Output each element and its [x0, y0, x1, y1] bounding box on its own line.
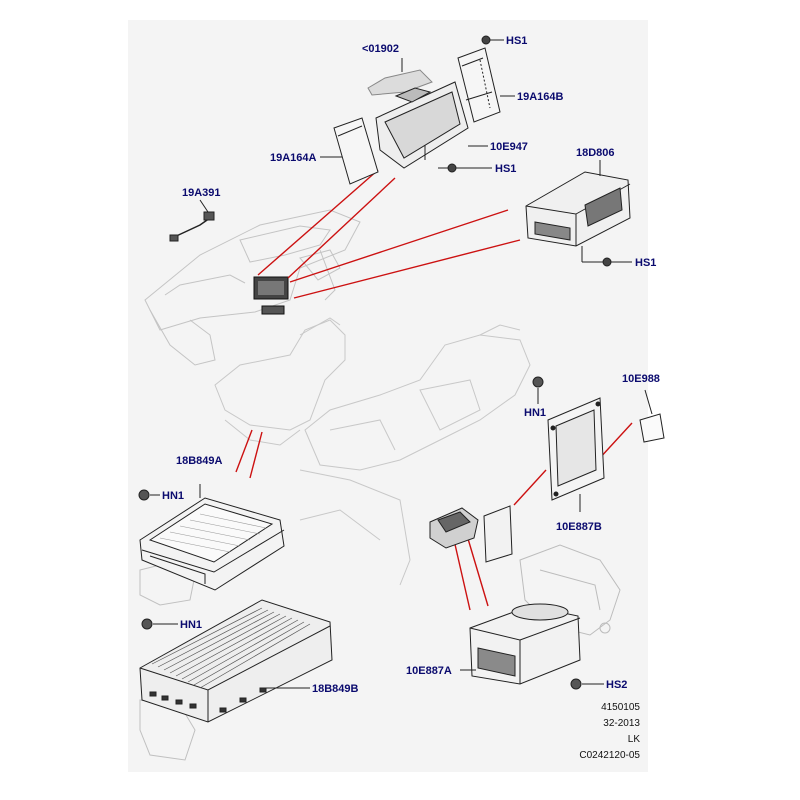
dashboard-outline — [144, 209, 361, 366]
part-connector-module — [429, 505, 513, 563]
hn1-nut-left1 — [138, 489, 160, 501]
leader-lines — [235, 169, 633, 611]
part-18b849a-amplifier — [139, 484, 285, 591]
label-10e887b: 10E887B — [556, 521, 602, 533]
label-19a164a: 19A164A — [270, 152, 317, 164]
label-hs2: HS2 — [606, 679, 627, 691]
label-10e988: 10E988 — [622, 373, 660, 385]
part-18d806-unit — [525, 160, 631, 262]
label-hs1-right: HS1 — [635, 257, 656, 269]
label-01902: <01902 — [362, 43, 399, 55]
part-19a164a-module — [320, 117, 379, 185]
seats-outline — [214, 317, 531, 586]
part-19a164b-module — [457, 47, 515, 123]
label-hn1-right: HN1 — [524, 407, 546, 419]
part-18b849b-amplifier — [139, 599, 333, 723]
label-10e887a: 10E887A — [406, 665, 452, 677]
label-hn1-left2: HN1 — [180, 619, 202, 631]
label-hn1-left1: HN1 — [162, 490, 184, 502]
dashboard-screen — [253, 276, 289, 315]
hs1-screw-mid — [438, 163, 492, 173]
label-hs1-top: HS1 — [506, 35, 527, 47]
ref-date: 32-2013 — [603, 718, 640, 729]
ref-number: 4150105 — [601, 702, 640, 713]
part-10e887b-module — [547, 397, 605, 512]
label-hs1-mid: HS1 — [495, 163, 516, 175]
hs1-screw-top — [481, 35, 504, 45]
hs2-screw — [570, 678, 604, 690]
ref-code: C0242120-05 — [579, 750, 640, 761]
part-10e887a-module — [460, 603, 581, 685]
label-19a164b: 19A164B — [517, 91, 564, 103]
hs1-screw-right — [582, 257, 632, 267]
hn1-nut-left2 — [141, 618, 178, 630]
label-18d806: 18D806 — [576, 147, 615, 159]
part-19a391-sensor — [169, 199, 215, 242]
hn1-nut-right — [532, 376, 544, 404]
label-19a391: 19A391 — [182, 187, 221, 199]
part-10e988-pad — [639, 389, 665, 443]
part-labels: <01902 HS1 19A164B 19A164A 10E947 HS1 18… — [162, 35, 660, 695]
part-01902-bezel — [367, 58, 433, 96]
part-10e947-display — [375, 81, 488, 169]
label-18b849a: 18B849A — [176, 455, 223, 467]
label-18b849b: 18B849B — [312, 683, 359, 695]
label-10e947: 10E947 — [490, 141, 528, 153]
ref-market: LK — [627, 734, 640, 745]
